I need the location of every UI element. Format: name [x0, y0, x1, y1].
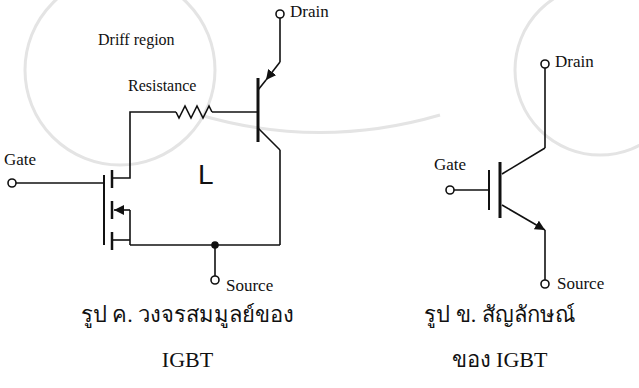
loop-label: L [198, 158, 214, 192]
figure-caption: รูป ข. สัญลักษณ์ ของ IGBT [412, 292, 587, 382]
wire [212, 111, 258, 113]
emitter-arrow [502, 205, 545, 230]
region-label: Driff region [98, 30, 175, 49]
emitter-arrow [266, 62, 280, 80]
wire [130, 244, 280, 246]
wire [454, 189, 489, 191]
figure-caption: รูป ค. วงจรสมมูลย์ของ IGBT [70, 292, 305, 382]
wire [112, 239, 130, 241]
gate-plate [103, 175, 105, 245]
symbol-bar [499, 162, 502, 218]
mosfet-channel [111, 201, 114, 219]
wire [544, 68, 546, 148]
mosfet-channel [111, 170, 114, 188]
terminal [541, 280, 549, 288]
wire [258, 80, 266, 90]
wire [214, 245, 216, 276]
terminal-label: Source [226, 276, 273, 296]
wire [129, 210, 131, 245]
wire [112, 112, 176, 178]
terminal-label: Source [557, 274, 604, 294]
terminal [211, 276, 219, 284]
mosfet-channel [111, 232, 114, 250]
collector-lead [258, 128, 280, 150]
resistor-symbol [176, 106, 212, 118]
wire [279, 150, 281, 245]
wire [544, 230, 546, 280]
terminal-label: Gate [4, 150, 36, 170]
terminal [276, 10, 284, 18]
body-arrow [114, 209, 130, 211]
collector-lead [502, 148, 545, 174]
resistor-label: Resistance [128, 76, 196, 95]
terminal [541, 60, 549, 68]
terminal [8, 179, 16, 187]
terminal [446, 186, 454, 194]
wire [16, 182, 104, 184]
terminal-label: Drain [555, 52, 594, 72]
equivalent-circuit [8, 10, 284, 284]
wire [279, 18, 281, 62]
watermark [25, 0, 639, 165]
terminal-label: Gate [434, 155, 466, 175]
terminal-label: Drain [290, 2, 329, 22]
